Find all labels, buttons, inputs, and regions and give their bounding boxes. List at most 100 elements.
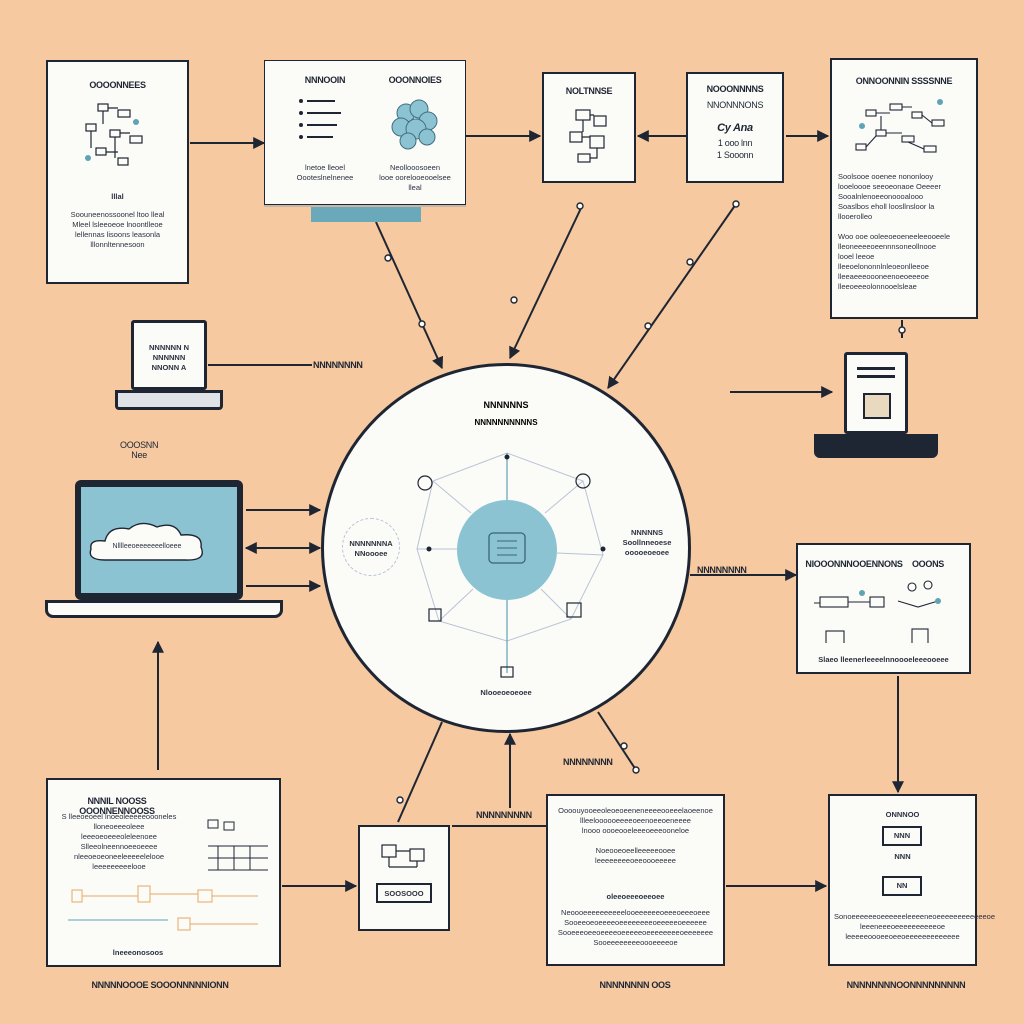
- card-bottom-left-bottom-caption: lneeeonosoos: [112, 948, 164, 957]
- label-bottom-mid-left: NNNNNNNNN: [476, 810, 532, 820]
- label-left-mid: NNNNNNNN: [313, 360, 363, 370]
- connector-arrow: [597, 711, 637, 771]
- connector-arrow: [509, 205, 583, 360]
- document-icon: [863, 393, 891, 419]
- card-bottom-right[interactable]: ONNNOO NNN NNN NN Sonoeeeeeeoeeeeeeleeee…: [828, 794, 996, 966]
- card-right-mid-title-left: NIOOONNNOOENNONS: [805, 559, 903, 569]
- cloud-icon: [89, 522, 203, 561]
- card-bottom-mid-body-top: Oooouyooeeoleoeoeeneneeeeooeeelaoeenoe l…: [558, 806, 713, 865]
- chip-text: NNN: [893, 831, 911, 840]
- card-top-mid-title-right: OOONNOIES: [388, 75, 442, 85]
- hub-bottom-text: Nlooeoeoeoee: [480, 688, 532, 697]
- hub-title: NNNNNNS: [483, 400, 529, 410]
- connector-node: [632, 766, 640, 774]
- card-top-mid-caption-right: Neollooosoeen looe oorelooeooelsee lleal: [379, 163, 451, 192]
- chip: NNN: [882, 826, 922, 846]
- database-icon: [391, 99, 438, 150]
- network-graph-icon: [855, 99, 945, 153]
- card-right-mid-caption: Slaeo lleenerleeeelnnoooeleeeooeee: [818, 655, 949, 664]
- hub-right-text: NNNNNS Soollnneoese ooooeoeoee: [622, 528, 672, 557]
- card-top-small-2-line2: 1 ooo lnn: [717, 138, 753, 148]
- card-bottom-small-button[interactable]: SOOSOOO: [376, 883, 432, 903]
- card-top-small-2-line3: 1 Sooonn: [716, 150, 754, 160]
- chip-text: NN: [896, 881, 908, 890]
- laptop-large-left-base: [45, 600, 283, 618]
- flowchart-icon: [814, 580, 941, 643]
- hub-left-bubble-text: NNNNNNNA NNoooee: [349, 539, 393, 558]
- hub-subtitle: NNNNNNNNNNS: [474, 418, 538, 427]
- card-top-right-body2: Woo ooe ooleeoeoeneeleeooeele lleoneeeeo…: [838, 232, 951, 291]
- card-top-mid[interactable]: NNNOOIN OOONNOIES lnetoe lleoel Oootesln…: [264, 60, 466, 205]
- connector-arrow: [375, 221, 444, 370]
- card-right-mid-title-right: OOONS: [911, 559, 944, 569]
- card-bottom-mid-caption: oleeoeeeoeeoee: [606, 892, 665, 901]
- label-right-arrow: NNNNNNNN: [697, 565, 747, 575]
- chip: NN: [882, 876, 922, 896]
- card-top-right-body: Soolsooe ooenee nononlooy looeloooe seeo…: [838, 172, 942, 221]
- card-top-right[interactable]: ONNOONNIN SSSSNNE Soolsooe ooenee nononl…: [830, 58, 978, 319]
- card-bottom-right-label-top: ONNNOO: [885, 810, 920, 819]
- card-bottom-right-footer: NNNNNNNNOONNNNNNNNN: [846, 980, 966, 990]
- laptop-small-left-line2: NNNNNN: [152, 353, 186, 362]
- card-bottom-left-body: S lleeoeoeel lnoeoleeeeeoooneles lloneoe…: [61, 812, 177, 871]
- card-bottom-small-button-label: SOOSOOO: [384, 889, 424, 898]
- card-top-right-title: ONNOONNIN SSSSNNE: [855, 76, 953, 86]
- connector-node: [576, 202, 584, 210]
- connector-node: [686, 258, 694, 266]
- card-top-mid-caption-left: lnetoe lleoel Oooteslnelnenee: [296, 163, 354, 182]
- laptop-small-left[interactable]: NNNNNN N NNNNNN NNONN A: [115, 320, 223, 412]
- connector-node: [644, 322, 652, 330]
- connector-node: [898, 326, 906, 334]
- card-top-small-1[interactable]: NOLTNNSE: [542, 72, 636, 183]
- list-icon: [299, 99, 341, 139]
- card-top-small-1-title: NOLTNNSE: [565, 86, 613, 96]
- network-graph-icon: [416, 452, 606, 678]
- connector-node: [732, 200, 740, 208]
- card-bottom-right-body: Sonoeeeeeeoeeeeeeleeeeneoeeeeeeeeeeeeoe …: [834, 912, 996, 941]
- card-bottom-mid[interactable]: Oooouyooeeoleoeoeeneneeeeooeeelaoeenoe l…: [546, 794, 725, 966]
- laptop-large-left-screen: Nlllleeoeeeeeeelloeee: [75, 480, 243, 600]
- flowchart-icon: [569, 109, 607, 163]
- screen-line: [857, 375, 895, 378]
- connector-arrow: [397, 721, 443, 823]
- card-bottom-left-footer: NNNNNOOOE SOOONNNNNIONN: [91, 980, 229, 990]
- card-top-left-body: Soouneenossoonel ltoo lleal Mleel lsleeo…: [70, 210, 165, 249]
- card-top-small-2[interactable]: NOOONNNNS NNONNNONS Cy Ana 1 ooo lnn 1 S…: [686, 72, 784, 183]
- card-top-small-2-line1: Cy Ana: [717, 122, 753, 134]
- laptop-small-left-screen: NNNNNN N NNNNNN NNONN A: [131, 320, 207, 390]
- screen-line: [857, 367, 895, 370]
- connector-node: [510, 296, 518, 304]
- connector-node: [384, 254, 392, 262]
- laptop-small-left-line1: NNNNNN N: [149, 343, 189, 352]
- laptop-large-left[interactable]: Nlllleeoeeeeeeelloeee: [45, 480, 283, 632]
- screen-display: Nlllleeoeeeeeeelloeee: [81, 487, 237, 593]
- card-top-small-2-title: NOOONNNNS: [706, 84, 764, 94]
- label-bottom-center: NNNNNNNN: [563, 757, 613, 767]
- laptop-small-left-base: [115, 390, 223, 410]
- card-top-small-2-subtitle: NNONNNONS: [706, 100, 764, 110]
- card-bottom-small[interactable]: SOOSOOO: [358, 825, 450, 931]
- connector-node: [620, 742, 628, 750]
- card-top-left-title: OOOONNEES: [89, 80, 146, 90]
- flowchart-icon: [85, 103, 143, 166]
- card-top-mid-title-left: NNNOOIN: [304, 75, 346, 85]
- hub-left-bubble: NNNNNNNA NNoooee: [342, 518, 400, 576]
- card-right-mid[interactable]: NIOOONNNOOENNONS OOONS Slaeo lleenerleee…: [796, 543, 971, 674]
- connector-node: [396, 796, 404, 804]
- label-left-laptop: OOOSNN Nee: [120, 440, 159, 460]
- server-icon: [381, 844, 425, 868]
- central-hub-circle[interactable]: NNNNNNS NNNNNNNNNNS NNNNNNNA NNoooee NNN…: [321, 363, 691, 733]
- card-bottom-mid-body-bottom: Neoooeeeeeeeeeelooeeeeeeoeeeoeeeoeee Soo…: [557, 908, 714, 947]
- connector-arrow: [607, 203, 737, 389]
- card-top-left-caption: lllal: [111, 192, 124, 201]
- connector-node: [418, 320, 426, 328]
- card-bottom-left[interactable]: NNNIL NOOSS OOONNENNOOSS S lleeoeoeel ln…: [46, 778, 281, 967]
- card-bottom-right-chip2: NNN: [894, 852, 911, 861]
- laptop-small-left-line3: NNONN A: [151, 363, 187, 372]
- card-bottom-left-title: NNNIL NOOSS OOONNENNOOSS: [79, 796, 155, 816]
- laptop-right-base: [814, 434, 938, 458]
- laptop-right[interactable]: [814, 352, 938, 460]
- card-top-left[interactable]: OOOONNEES lllal Soouneenossoonel ltoo ll…: [46, 60, 189, 284]
